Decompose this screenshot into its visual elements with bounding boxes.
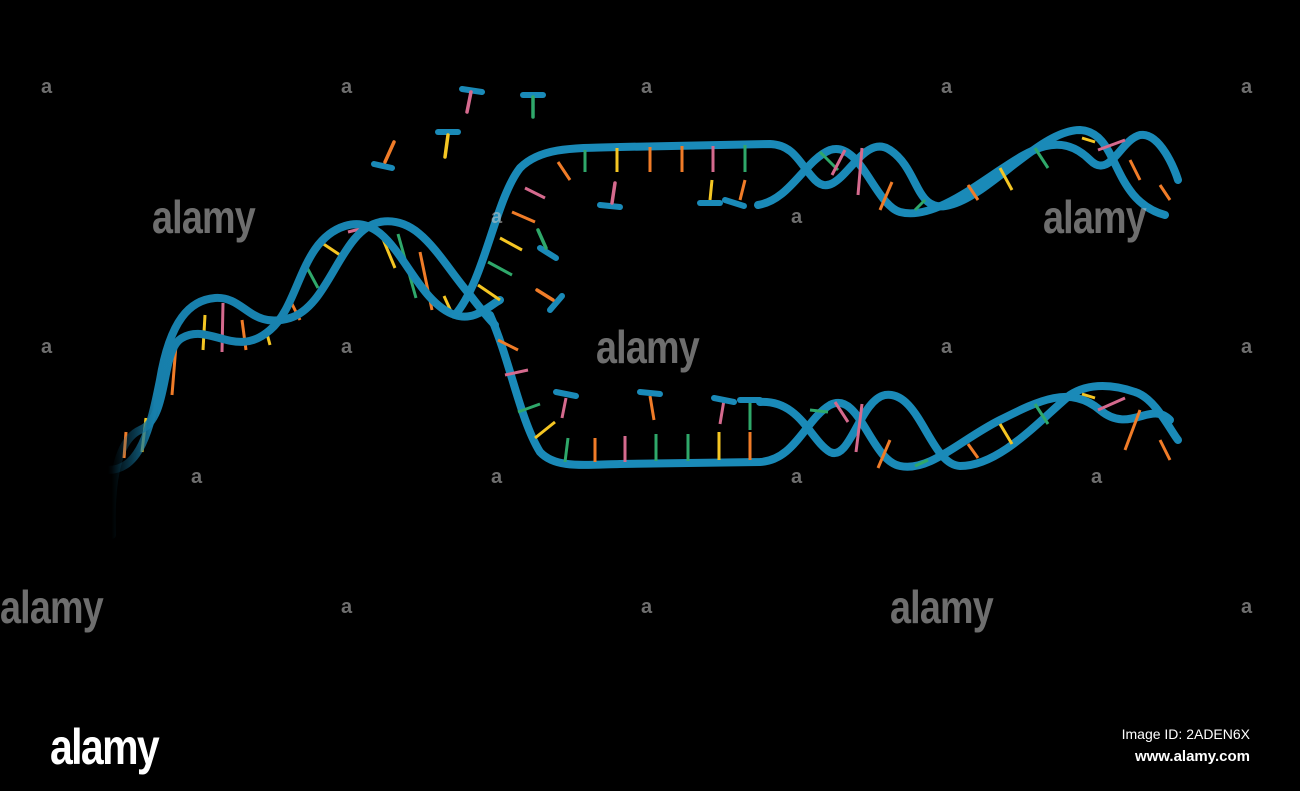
nucleotide <box>637 389 663 397</box>
upper-new-strand <box>754 131 1182 218</box>
image-id: Image ID: 2ADEN6X <box>1121 726 1250 742</box>
parent-helix <box>104 217 504 539</box>
footer-logo: alamy <box>50 719 160 775</box>
site-url: www.alamy.com <box>1134 748 1250 765</box>
lower-daughter <box>486 311 1182 471</box>
nucleotide <box>435 129 461 159</box>
parent-strand-a <box>107 220 504 539</box>
nucleotide <box>722 197 747 209</box>
upper-bases <box>477 136 1172 302</box>
free-nucleotides <box>371 86 763 405</box>
nucleotide <box>553 389 579 399</box>
nucleotide <box>711 395 737 405</box>
lower-new-strand <box>756 382 1182 471</box>
parent-strand-b <box>104 217 499 474</box>
nucleotide <box>535 288 565 313</box>
nucleotide <box>536 228 559 261</box>
nucleotide <box>520 92 546 119</box>
lower-template-strand <box>486 311 1174 471</box>
upper-daughter <box>451 125 1182 319</box>
upper-template-strand <box>451 125 1169 319</box>
nucleotide <box>597 181 623 210</box>
nucleotide <box>371 140 396 171</box>
nucleotide <box>459 86 485 114</box>
lower-bases <box>497 338 1172 469</box>
